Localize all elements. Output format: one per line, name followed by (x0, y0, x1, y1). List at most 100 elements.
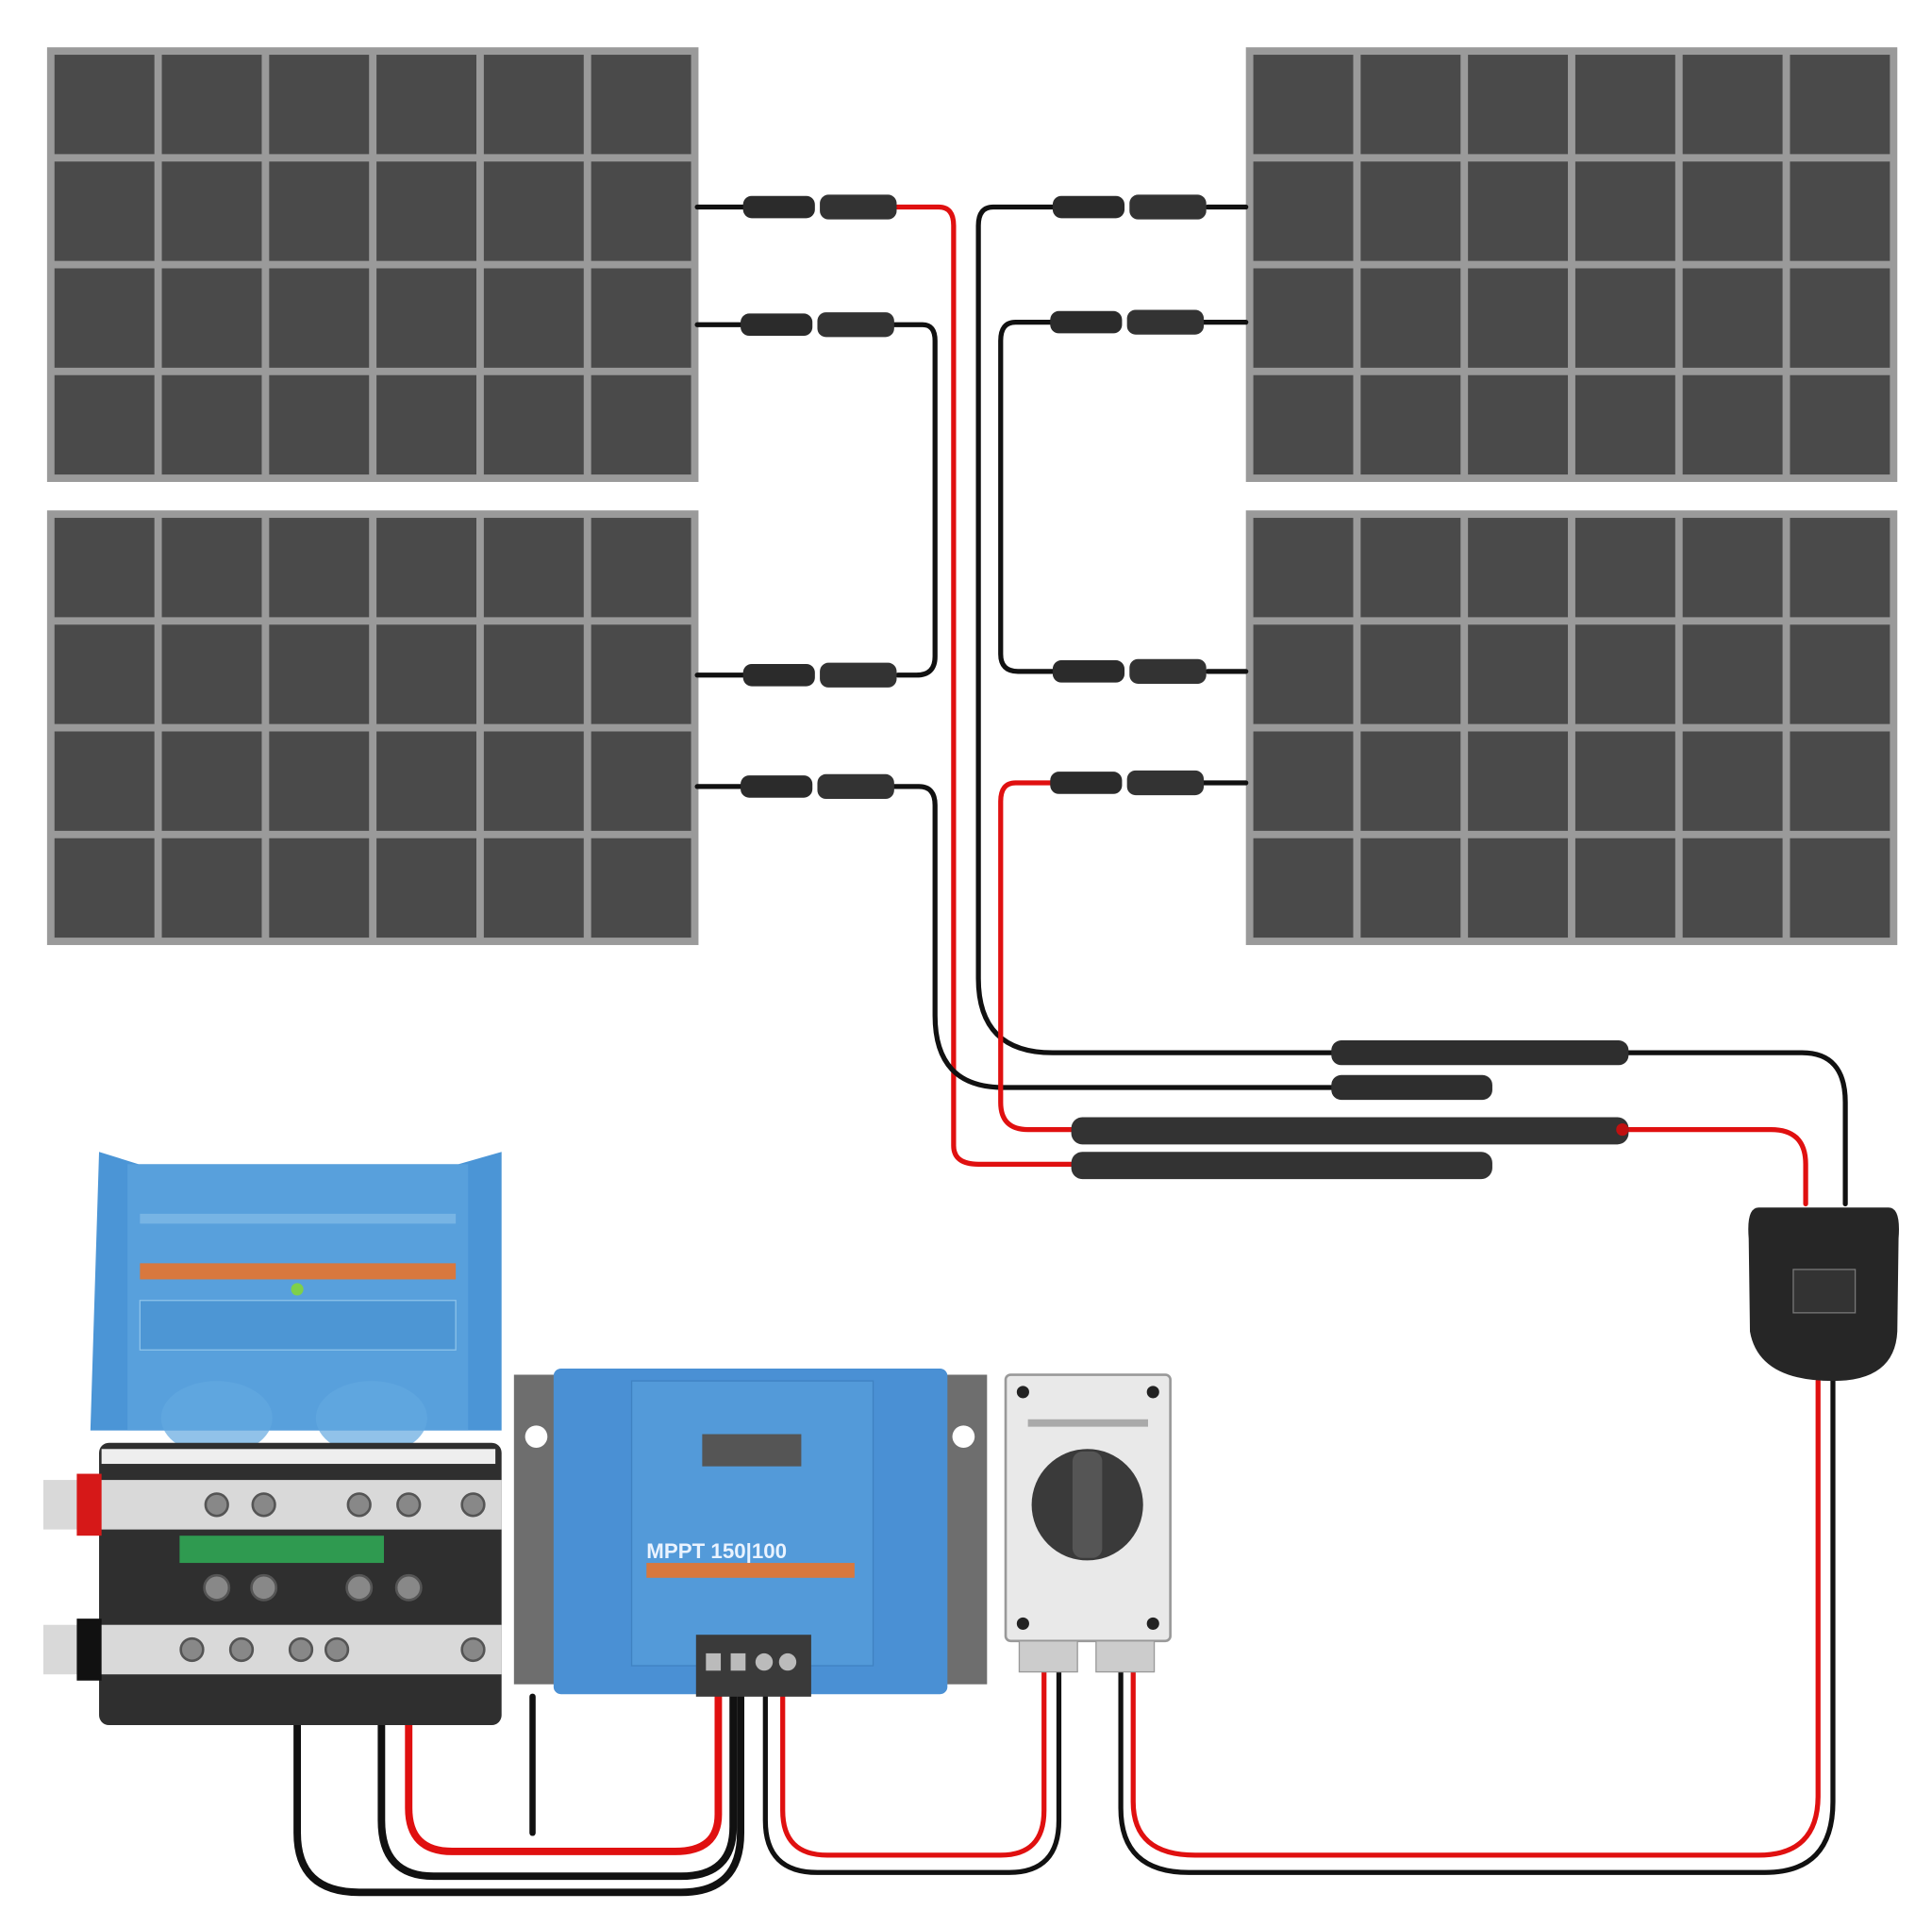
panel-bottom-left (46, 510, 699, 945)
solar-cell (1790, 374, 1890, 475)
fuse-board (179, 1536, 384, 1564)
solar-cell (1682, 624, 1783, 724)
solar-cell (376, 838, 476, 938)
mc4-connector (1052, 658, 1207, 684)
solar-cell (1790, 55, 1890, 155)
solar-cell (376, 731, 476, 831)
wiring (293, 204, 1848, 1897)
solar-cell (376, 624, 476, 724)
solar-cell (1574, 518, 1675, 618)
solar-cell (1574, 268, 1675, 368)
y-branch-connectors (1071, 1040, 1629, 1180)
fuse-to-isolator-positive (1130, 1378, 1821, 1858)
solar-cell (1253, 55, 1354, 155)
solar-cell (1360, 55, 1461, 155)
isolator-to-mppt-negative (762, 1669, 1062, 1875)
solar-cell (1574, 624, 1675, 724)
dc-isolator-switch[interactable] (1004, 1373, 1172, 1673)
solar-cell (1682, 518, 1783, 618)
solar-cell (1790, 624, 1890, 724)
battery-busbar-distributor (42, 1442, 502, 1726)
solar-cell (376, 161, 476, 261)
mppt-display (702, 1434, 802, 1467)
solar-cell (1253, 161, 1354, 261)
solar-cell (376, 374, 476, 475)
solar-cell (376, 518, 476, 618)
solar-cell (1253, 731, 1354, 831)
mc4-connector (741, 312, 894, 338)
negative-busbar (42, 1624, 502, 1675)
series-link-left (889, 322, 938, 678)
mppt-to-bus-negative (293, 1662, 745, 1897)
solar-cell (483, 55, 584, 155)
mppt-charge-controller: MPPT 150|100 (513, 1368, 988, 1697)
panel-lead-stubs (694, 204, 1249, 789)
solar-cell (483, 268, 584, 368)
string1-negative-wire (889, 784, 1334, 1090)
solar-cell (483, 374, 584, 475)
solar-cell (591, 518, 691, 618)
solar-cell (54, 838, 155, 938)
string2-positive-wire (998, 780, 1074, 1133)
solar-cell (1253, 624, 1354, 724)
solar-cell (1574, 161, 1675, 261)
string1-positive-wire (889, 204, 1074, 1167)
solar-cell (1468, 731, 1569, 831)
solar-cell (1468, 518, 1569, 618)
mppt-to-bus-negative-2 (377, 1643, 738, 1881)
solar-cell (1360, 838, 1461, 938)
solar-cell (483, 161, 584, 261)
solar-cell (1253, 518, 1354, 618)
inverter-status-led (291, 1283, 304, 1296)
solar-cell (1790, 731, 1890, 831)
solar-cell (269, 374, 370, 475)
solar-cell (483, 624, 584, 724)
solar-cell (54, 731, 155, 831)
solar-cell (483, 731, 584, 831)
mppt-to-bus-positive (405, 1593, 723, 1855)
solar-cell (54, 624, 155, 724)
mc4-connector (1050, 309, 1205, 335)
inline-fuse-holder (1748, 1207, 1899, 1382)
solar-cell (591, 268, 691, 368)
solar-cell (1790, 518, 1890, 618)
solar-cell (54, 374, 155, 475)
solar-cell (376, 268, 476, 368)
solar-cell (1468, 268, 1569, 368)
combined-positive-wire (1625, 1126, 1808, 1206)
solar-cell (1790, 838, 1890, 938)
mc4-connector (741, 773, 894, 800)
solar-cell (1682, 374, 1783, 475)
solar-cell (161, 838, 262, 938)
mc4-connector (1050, 770, 1205, 796)
solar-cell (269, 55, 370, 155)
solar-cell (1574, 731, 1675, 831)
solar-cell (1360, 518, 1461, 618)
solar-cell (1682, 161, 1783, 261)
solar-cell (1468, 161, 1569, 261)
panel-frame (1245, 510, 1898, 945)
solar-cell (1360, 374, 1461, 475)
solar-cell (591, 374, 691, 475)
solar-cell (591, 161, 691, 261)
fuse-to-isolator-negative (1118, 1378, 1836, 1875)
solar-cell (1574, 838, 1675, 938)
solar-cell (269, 518, 370, 618)
solar-cell (54, 161, 155, 261)
combined-negative-wire (1625, 1050, 1848, 1206)
solar-cell (161, 518, 262, 618)
solar-cell (1574, 55, 1675, 155)
mc4-connectors (741, 194, 1207, 800)
mc4-connector (742, 194, 897, 220)
solar-cell (161, 161, 262, 261)
panel-top-left (46, 47, 699, 482)
y-branch-positive (1071, 1117, 1629, 1145)
solar-cell (1682, 838, 1783, 938)
mppt-model-label: MPPT 150|100 (646, 1539, 787, 1563)
solar-cell (1360, 624, 1461, 724)
solar-cell (1682, 55, 1783, 155)
solar-cell (591, 624, 691, 724)
solar-cell (54, 55, 155, 155)
solar-cell (54, 268, 155, 368)
